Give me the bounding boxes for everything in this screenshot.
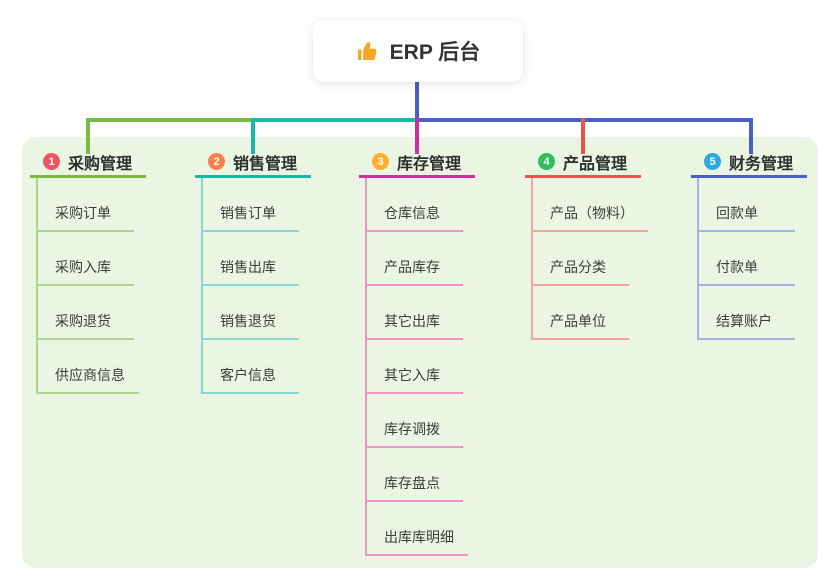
root-label: ERP 后台 [389,41,481,64]
branch-5: 5 财务管理 回款单付款单结算账户 [691,148,839,340]
branches-panel [22,137,818,568]
child-node[interactable]: 销售出库 [203,232,299,286]
child-node[interactable]: 其它入库 [367,340,463,394]
child-node[interactable]: 库存盘点 [367,448,463,502]
branch-title-node[interactable]: 4 产品管理 [525,148,641,178]
branch-4: 4 产品管理 产品（物料）产品分类产品单位 [525,148,675,340]
branch-title-node[interactable]: 2 销售管理 [195,148,311,178]
branch-1: 1 采购管理 采购订单采购入库采购退货供应商信息 [30,148,180,394]
branch-number-badge: 5 [704,153,721,170]
child-node[interactable]: 采购退货 [38,286,134,340]
branch-number-badge: 3 [372,153,389,170]
branch-children: 回款单付款单结算账户 [697,178,795,340]
branch-title-node[interactable]: 3 库存管理 [359,148,475,178]
branch-title-label: 销售管理 [233,155,298,173]
thumbs-up-icon [356,39,380,63]
branch-number-badge: 4 [538,153,555,170]
connector-drop-branch4 [581,118,585,154]
branch-title-node[interactable]: 5 财务管理 [691,148,807,178]
connector-drop-branch2 [251,118,255,154]
connector-horizontal-branch5 [417,118,753,122]
root-connector-line [415,82,419,122]
child-node[interactable]: 付款单 [699,232,795,286]
branch-title-label: 采购管理 [68,155,133,173]
child-node[interactable]: 销售退货 [203,286,299,340]
root-node[interactable]: ERP 后台 [313,20,523,82]
connector-drop-branch3 [415,118,419,154]
branch-number-badge: 2 [208,153,225,170]
branch-title-node[interactable]: 1 采购管理 [30,148,146,178]
child-node[interactable]: 产品分类 [533,232,629,286]
branch-3: 3 库存管理 仓库信息产品库存其它出库其它入库库存调拨库存盘点出库库明细 [359,148,509,556]
child-node[interactable]: 出库库明细 [367,502,468,556]
branch-children: 采购订单采购入库采购退货供应商信息 [36,178,139,394]
child-node[interactable]: 产品单位 [533,286,629,340]
branch-number-badge: 1 [43,153,60,170]
child-node[interactable]: 供应商信息 [38,340,139,394]
child-node[interactable]: 采购订单 [38,178,134,232]
child-node[interactable]: 仓库信息 [367,178,463,232]
branch-children: 仓库信息产品库存其它出库其它入库库存调拨库存盘点出库库明细 [365,178,468,556]
connector-drop-branch5 [749,118,753,154]
child-node[interactable]: 回款单 [699,178,795,232]
child-node[interactable]: 采购入库 [38,232,134,286]
connector-drop-branch1 [86,118,90,154]
branch-title-label: 产品管理 [563,155,628,173]
branch-children: 销售订单销售出库销售退货客户信息 [201,178,299,394]
child-node[interactable]: 产品（物料） [533,178,648,232]
child-node[interactable]: 其它出库 [367,286,463,340]
branch-children: 产品（物料）产品分类产品单位 [531,178,648,340]
child-node[interactable]: 库存调拨 [367,394,463,448]
child-node[interactable]: 客户信息 [203,340,299,394]
child-node[interactable]: 结算账户 [699,286,795,340]
branch-title-label: 库存管理 [397,155,462,173]
child-node[interactable]: 销售订单 [203,178,299,232]
child-node[interactable]: 产品库存 [367,232,463,286]
branch-title-label: 财务管理 [729,155,794,173]
branch-2: 2 销售管理 销售订单销售出库销售退货客户信息 [195,148,345,394]
connector-horizontal-branch1 [86,118,255,122]
connector-horizontal-branch2 [253,118,419,122]
